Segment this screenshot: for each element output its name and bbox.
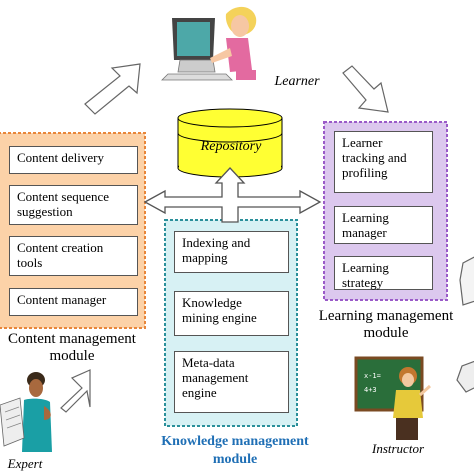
learner-to-learning-arrow — [342, 65, 389, 113]
expert-label: Expert — [7, 456, 43, 471]
knowledge-module-title-line1: Knowledge management — [161, 434, 309, 449]
metadata-engine-box: Meta-data management engine — [174, 351, 289, 413]
indexing-mapping-box: Indexing and mapping — [174, 231, 289, 273]
content-module-title-line2: module — [49, 348, 95, 364]
learning-strategy-box: Learning strategy — [334, 256, 433, 290]
svg-text:4+3: 4+3 — [364, 386, 377, 394]
learning-module-title-line1: Learning management — [318, 308, 454, 324]
learner-illustration — [161, 6, 257, 81]
instructor-illustration: x-1= 4+3 — [354, 356, 432, 440]
learning-module-title-line2: module — [363, 325, 409, 341]
content-module-title-line1: Content management — [8, 331, 136, 347]
content-creation-box: Content creation tools — [9, 236, 138, 276]
content-to-learner-arrow — [84, 63, 141, 115]
instructor-label: Instructor — [372, 441, 424, 456]
repository-cylinder — [177, 108, 283, 178]
content-sequence-box: Content sequence suggestion — [9, 185, 138, 225]
instructor-to-learning-arrow — [459, 256, 474, 306]
knowledge-mining-box: Knowledge mining engine — [174, 291, 289, 336]
knowledge-module-title-line2: module — [212, 452, 258, 467]
central-arrows — [143, 167, 322, 223]
learner-label: Learner — [274, 74, 320, 89]
expert-illustration — [0, 372, 52, 452]
expert-to-content-arrow — [60, 369, 91, 413]
learner-tracking-box: Learner tracking and profiling — [334, 131, 433, 193]
content-delivery-box: Content delivery — [9, 146, 138, 174]
repository-label: Repository — [200, 139, 262, 154]
svg-text:x-1=: x-1= — [364, 372, 381, 380]
content-manager-box: Content manager — [9, 288, 138, 316]
learning-manager-box: Learning manager — [334, 206, 433, 244]
instructor-side-arrow — [456, 360, 474, 393]
